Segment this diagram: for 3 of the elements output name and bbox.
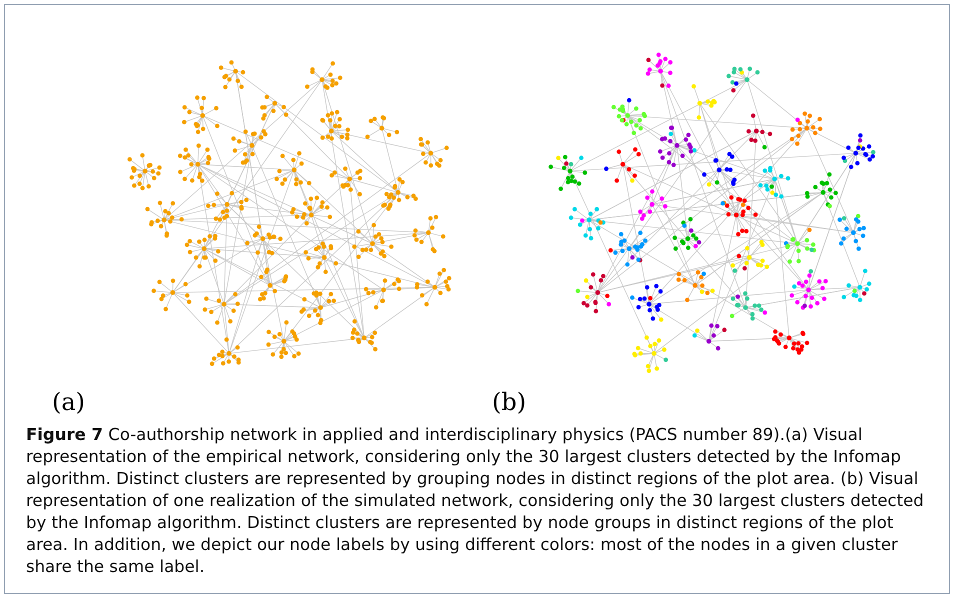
panel-label: (b) <box>492 388 526 416</box>
figure-caption: Figure 7 Co-authorship network in applied and interdisciplinary physics (PACS number 89).(a) Visual representation of the empirical network, considering only the 30 largest clusters detected by the Infomap algorithm. Distinct clusters are represented by grouping nodes in distinct regions of the plot area. (b) Visual representation of one realization of the simulated network, considering only the 30 largest clusters detected by the Infomap algorithm. Distinct clusters are represented by node groups in distinct regions of the plot area. In addition, we depict our node labels by using different colors: most of the nodes in a given cluster share the same label. <box>26 424 925 578</box>
panel-label: (a) <box>52 388 86 416</box>
